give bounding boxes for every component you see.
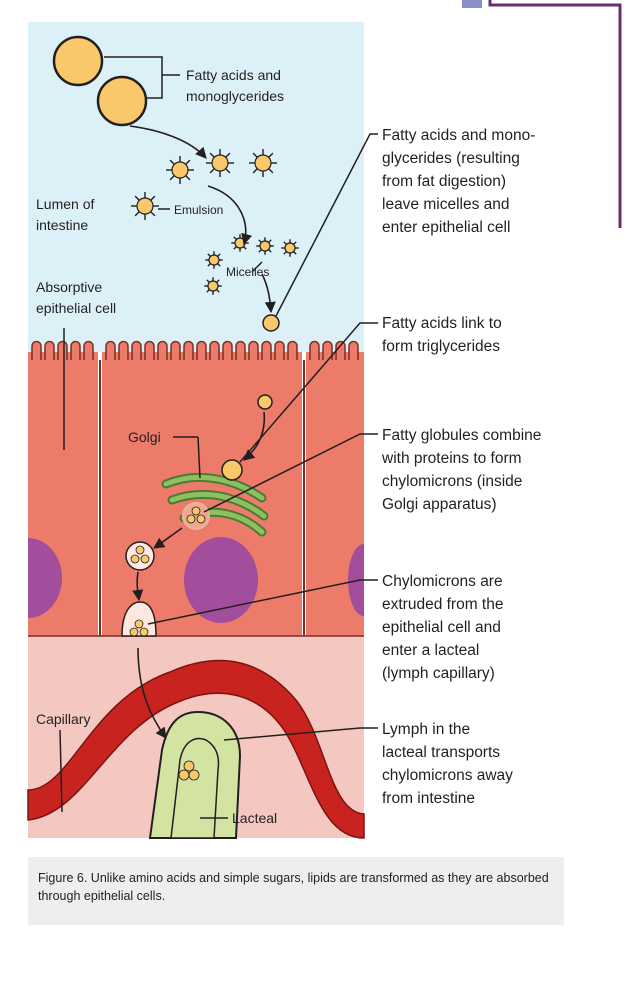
fatty-acid-droplets [52,35,148,127]
microvilli-brush-border [31,340,359,360]
label-capillary: Capillary [36,711,90,727]
figure-caption: Figure 6. Unlike amino acids and simple … [38,871,549,903]
micelle-icon [205,251,223,269]
svg-text:lacteal transports: lacteal transports [382,744,500,761]
step-4-text: Chylomicrons are extruded from the epith… [382,573,503,682]
svg-text:Golgi apparatus): Golgi apparatus) [382,496,497,513]
label-fatty-acids: Fatty acids and [186,67,281,83]
step-1-text: Fatty acids and mono- glycerides (result… [382,127,535,236]
label-absorptive: Absorptive [36,279,102,295]
svg-text:enter a lacteal: enter a lacteal [382,642,479,659]
step-5-text: Lymph in the lacteal transports chylomic… [382,721,513,807]
label-golgi: Golgi [128,429,161,445]
slide-accent-decoration [462,0,622,228]
svg-text:from fat digestion): from fat digestion) [382,173,506,190]
capillary-vessel [27,659,365,839]
svg-text:form triglycerides: form triglycerides [382,338,500,355]
label-epithelial-cell: epithelial cell [36,300,116,316]
emulsion-droplet-icon [206,149,234,177]
chylomicron-in-lacteal [178,760,200,781]
svg-text:chylomicrons away: chylomicrons away [382,767,513,784]
micelle-icon [204,277,222,295]
micelle-icon [281,239,299,257]
absorbed-lipids [221,314,280,481]
svg-text:enter epithelial cell: enter epithelial cell [382,219,510,236]
label-emulsion: Emulsion [174,203,223,217]
chylomicrons-in-cell [121,502,210,637]
figure-caption-box: Figure 6. Unlike amino acids and simple … [28,857,564,925]
fatty-acid-bracket [104,56,180,99]
svg-text:glycerides (resulting: glycerides (resulting [382,150,520,167]
svg-text:epithelial cell and: epithelial cell and [382,619,501,636]
lacteal-vessel [148,710,242,839]
svg-text:extruded from the: extruded from the [382,596,503,613]
svg-text:chylomicrons (inside: chylomicrons (inside [382,473,522,490]
label-monoglycerides: monoglycerides [186,88,284,104]
svg-text:Fatty acids link to: Fatty acids link to [382,315,502,332]
label-lumen: Lumen of [36,196,94,212]
emulsion-droplet-icon [249,149,277,177]
svg-text:Fatty acids and mono-: Fatty acids and mono- [382,127,535,144]
svg-text:Fatty globules combine: Fatty globules combine [382,427,541,444]
emulsion-droplet-icon [131,192,159,220]
emulsion-droplet-icon [166,156,194,184]
step-2-text: Fatty acids link to form triglycerides [382,315,502,355]
svg-text:leave micelles and: leave micelles and [382,196,510,213]
svg-text:with proteins to form: with proteins to form [381,450,522,467]
golgi-apparatus [161,472,269,537]
micelle-icon [256,237,274,255]
svg-text:(lymph capillary): (lymph capillary) [382,665,495,682]
svg-text:Lymph in the: Lymph in the [382,721,470,738]
label-micelles: Micelles [226,265,269,279]
label-lacteal: Lacteal [232,810,277,826]
step-3-text: Fatty globules combine with proteins to … [381,427,541,513]
svg-text:from intestine: from intestine [382,790,475,807]
svg-text:Chylomicrons are: Chylomicrons are [382,573,503,590]
leader-lines [59,133,378,819]
label-intestine: intestine [36,217,88,233]
